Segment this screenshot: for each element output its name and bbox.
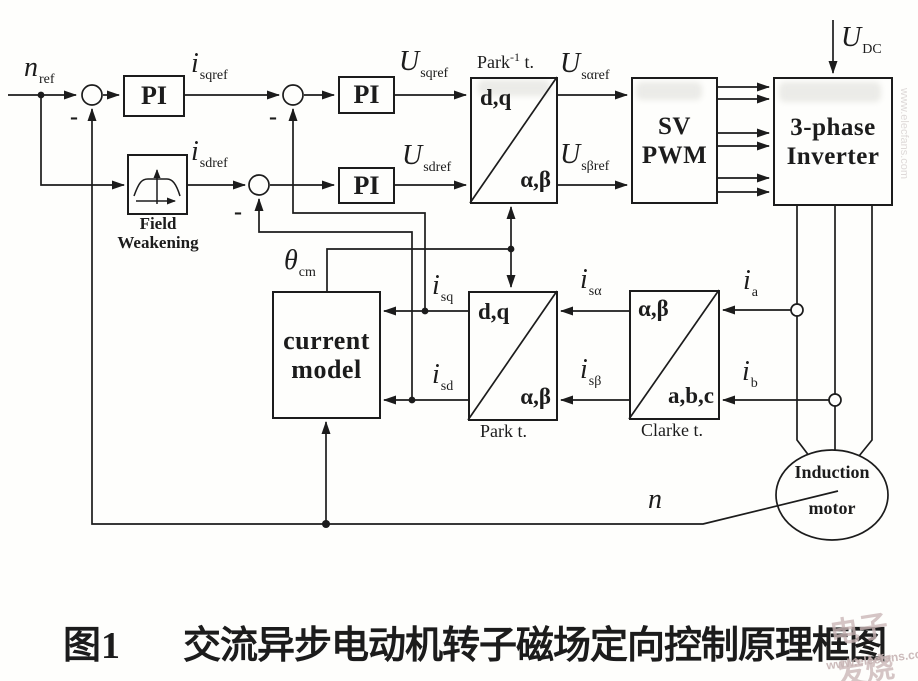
label-ia: ia: [743, 265, 758, 300]
theta-cm-wires: [326, 206, 516, 291]
watermark-side-url: www.elecfans.com: [898, 88, 910, 180]
motor-label: Induction motor: [794, 462, 870, 518]
label-n: n: [648, 484, 662, 515]
inverse-park-title: Park-1 t.: [477, 50, 535, 72]
scan-smudge: [779, 82, 881, 102]
minus-sign-isq: -: [269, 104, 277, 130]
inverse-park-block: d,q α,β: [470, 77, 558, 204]
label-isqref: isqref: [191, 48, 228, 83]
pi-isq-block: PI: [338, 76, 395, 114]
saturation-curve-icon: [133, 169, 181, 205]
minus-sign-speed: -: [70, 104, 78, 130]
sv-pwm-block: SV PWM: [631, 77, 718, 204]
pi-isd-block: PI: [338, 167, 395, 204]
speed-feedback-wire: [87, 108, 839, 525]
current-model-block: current model: [272, 291, 381, 419]
label-usdref: Usdref: [402, 140, 452, 175]
label-theta-cm: θcm: [284, 245, 316, 280]
three-phase-wires: [796, 205, 873, 462]
label-usbref: Usβref: [560, 139, 610, 174]
scan-smudge: [636, 82, 702, 100]
inverse-park-diagonal: [469, 76, 558, 204]
label-usaref: Usαref: [560, 48, 610, 83]
figure-caption: 交流异步电动机转子磁场定向控制原理框图: [183, 625, 887, 667]
junction-dots: [37, 91, 515, 528]
scan-smudge: [478, 80, 550, 96]
park-title: Park t.: [480, 421, 527, 441]
clarke-title: Clarke t.: [641, 420, 703, 440]
clarke-block: α,β a,b,c: [629, 290, 720, 420]
figure-number: 图1: [63, 625, 121, 667]
label-isd: isd: [432, 359, 454, 394]
isq-feedback-wire: [288, 108, 426, 311]
summing-junction-isd: [248, 174, 270, 196]
field-weakening-block: [127, 154, 188, 215]
summing-junction-isq: [282, 84, 304, 106]
current-sensor-a: [790, 303, 804, 317]
pwm-gate-wires: [717, 82, 770, 197]
label-ib: ib: [742, 356, 758, 391]
pi-speed-block: PI: [123, 75, 185, 117]
motor-circle: [775, 449, 889, 541]
clarke-diagonal: [628, 289, 720, 420]
summing-junction-speed: [81, 84, 103, 106]
isd-feedback-wire: [254, 198, 413, 400]
label-isbeta: isβ: [580, 354, 602, 389]
label-isalpha: isα: [580, 264, 602, 299]
label-udc: UDC: [841, 22, 882, 57]
park-diagonal: [467, 290, 558, 421]
label-isq: isq: [432, 270, 454, 305]
label-isdref: isdref: [191, 136, 228, 171]
label-n-ref: nref: [24, 52, 55, 87]
field-weakening-label: Field Weakening: [117, 214, 199, 252]
current-sensor-b: [828, 393, 842, 407]
park-block: d,q α,β: [468, 291, 558, 421]
label-usqref: Usqref: [399, 46, 449, 81]
minus-sign-isd: -: [234, 199, 242, 225]
inverter-block: 3-phase Inverter: [773, 77, 893, 206]
